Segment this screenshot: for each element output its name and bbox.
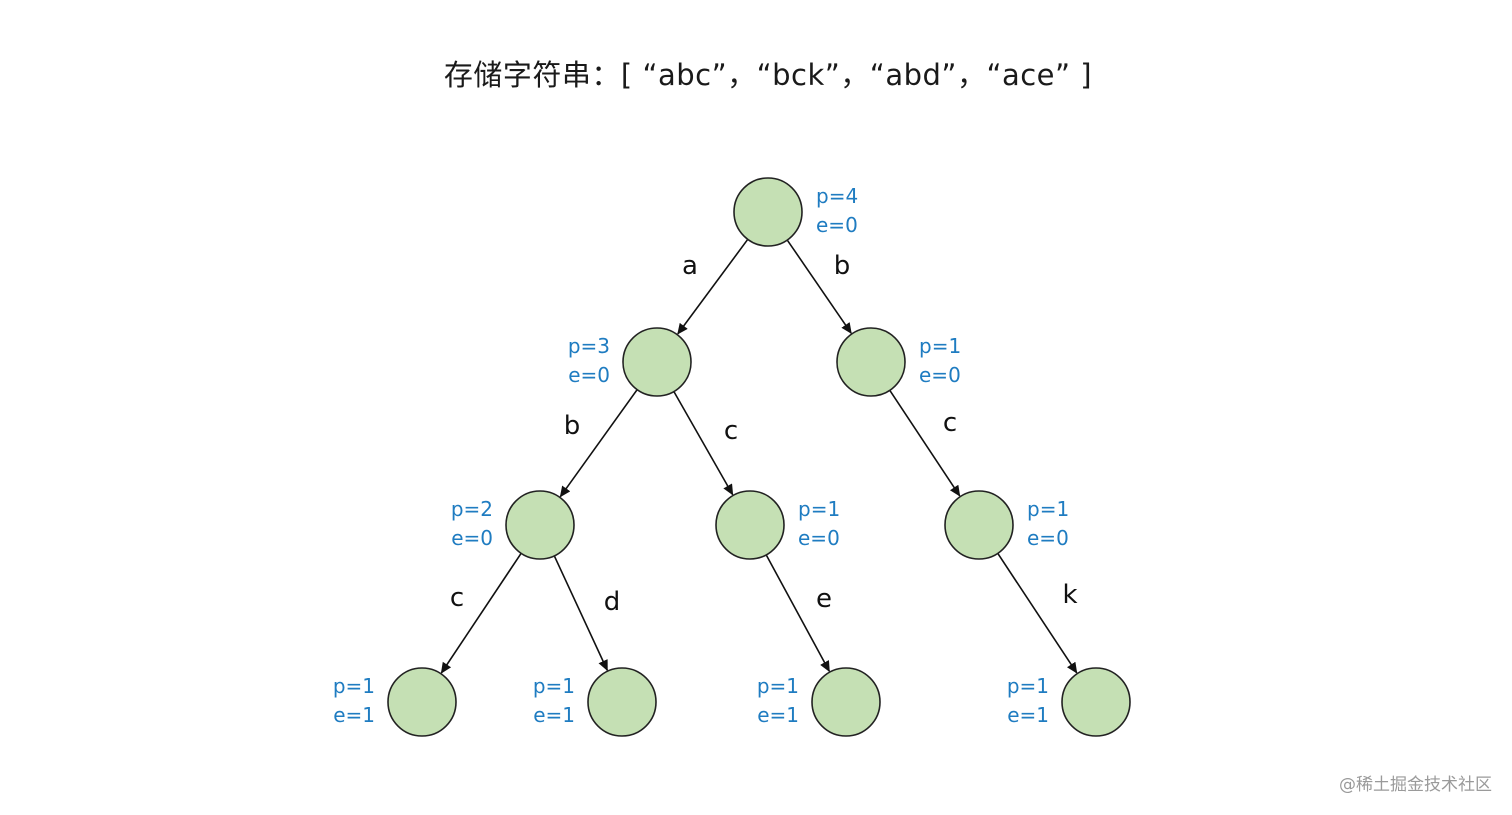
trie-node-a <box>622 327 692 397</box>
trie-node-abc <box>387 667 457 737</box>
end-count-ab: e=0 <box>451 526 493 550</box>
trie-node-bck <box>1061 667 1131 737</box>
prefix-count-a: p=3 <box>568 334 610 358</box>
edge-label-bc-bck: k <box>1062 580 1077 610</box>
edges-layer <box>440 238 1078 674</box>
prefix-count-bc: p=1 <box>1027 497 1069 521</box>
end-count-abd: e=1 <box>533 703 575 727</box>
end-count-bck: e=1 <box>1007 703 1049 727</box>
edge-label-root-a: a <box>682 251 698 281</box>
trie-node-ac <box>715 490 785 560</box>
prefix-count-abd: p=1 <box>533 674 575 698</box>
edge-label-ab-abd: d <box>604 587 621 617</box>
prefix-count-ac: p=1 <box>798 497 840 521</box>
trie-node-abd <box>587 667 657 737</box>
edge-label-ab-abc: c <box>450 583 464 613</box>
edge-label-root-b: b <box>834 251 851 281</box>
prefix-count-ab: p=2 <box>451 497 493 521</box>
edge-label-a-ac: c <box>724 416 738 446</box>
nodes-layer <box>387 177 1131 737</box>
end-count-b: e=0 <box>919 363 961 387</box>
edge-label-ac-ace: e <box>816 584 832 614</box>
edge-a-ac <box>673 391 734 496</box>
edge-root-b <box>786 239 852 334</box>
end-count-bc: e=0 <box>1027 526 1069 550</box>
end-count-a: e=0 <box>568 363 610 387</box>
end-count-abc: e=1 <box>333 703 375 727</box>
prefix-count-abc: p=1 <box>333 674 375 698</box>
trie-node-root <box>733 177 803 247</box>
edge-label-a-ab: b <box>564 411 581 441</box>
diagram-title: 存储字符串：[ “abc”，“bck”，“abd”，“ace” ] <box>443 58 1093 92</box>
prefix-count-b: p=1 <box>919 334 961 358</box>
end-count-ac: e=0 <box>798 526 840 550</box>
trie-node-b <box>836 327 906 397</box>
watermark: @稀土掘金技术社区 <box>1339 775 1492 795</box>
prefix-count-bck: p=1 <box>1007 674 1049 698</box>
edge-bc-bck <box>997 552 1078 674</box>
trie-node-ab <box>505 490 575 560</box>
edge-label-b-bc: c <box>943 408 957 438</box>
labels-layer: a b b c c c d e k p=4 e=0 p=3 e=0 p=1 e=0 p=2 e=0 p=1 e=0 p… <box>333 184 1078 727</box>
edge-b-bc <box>889 389 961 497</box>
edge-root-a <box>677 238 749 335</box>
trie-node-ace <box>811 667 881 737</box>
prefix-count-root: p=4 <box>816 184 858 208</box>
prefix-count-ace: p=1 <box>757 674 799 698</box>
end-count-ace: e=1 <box>757 703 799 727</box>
edge-a-ab <box>559 389 638 498</box>
edge-ab-abc <box>440 552 522 674</box>
edge-ab-abd <box>553 555 609 672</box>
edge-ac-ace <box>765 554 831 673</box>
end-count-root: e=0 <box>816 213 858 237</box>
trie-node-bc <box>944 490 1014 560</box>
